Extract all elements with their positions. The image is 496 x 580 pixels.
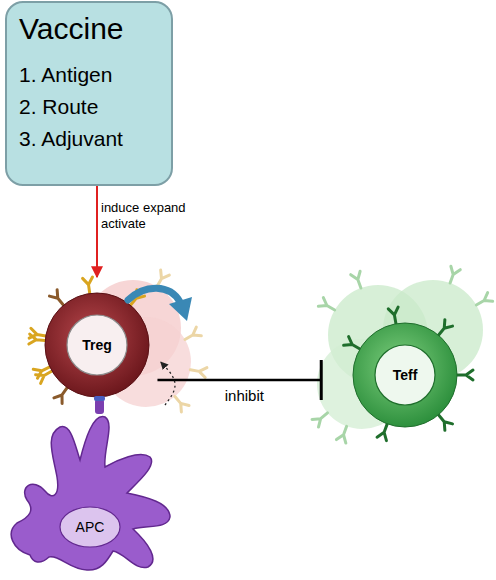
node-text: 2. Route	[19, 91, 98, 123]
tcr-contact	[94, 396, 105, 401]
receptor-symbol	[29, 328, 46, 341]
cell-nucleus	[60, 507, 120, 547]
receptor-symbol	[445, 266, 460, 284]
proliferation-arrow	[128, 288, 180, 302]
node-text: 3. Adjuvant	[19, 123, 123, 155]
text-group: APC	[60, 507, 120, 547]
receptor-symbol	[153, 270, 170, 289]
induce-arrow	[96, 186, 98, 277]
receptor-symbol	[312, 409, 331, 427]
cell-membrane	[353, 323, 457, 427]
receptor-symbol	[189, 365, 206, 378]
text-group: Teff	[375, 345, 435, 405]
teff-cell: Teff	[350, 320, 460, 430]
receptor-symbol	[83, 277, 95, 294]
receptor-symbol	[336, 425, 351, 443]
receptor-symbol	[388, 307, 401, 324]
cell-membrane	[45, 293, 149, 397]
vaccine-box: Vaccine 1. Antigen2. Route3. Adjuvant	[5, 1, 173, 186]
receptor-symbol	[457, 370, 473, 380]
cell-nucleus	[67, 315, 127, 375]
mhc-contact	[95, 399, 104, 414]
receptor-symbol	[474, 293, 493, 310]
presentation-arrow	[161, 362, 175, 405]
receptor-symbol	[171, 393, 189, 412]
apc-cell-outline	[5, 405, 175, 575]
receptor-symbol	[351, 271, 366, 289]
node-label: Teff	[393, 366, 418, 384]
apc-cell: APC	[5, 405, 175, 575]
receptor-symbol	[182, 327, 201, 344]
receptor-symbol	[29, 334, 46, 345]
node-label: Treg	[82, 336, 112, 354]
cell-nucleus	[375, 345, 435, 405]
text-group: Vaccine 1. Antigen2. Route3. Adjuvant	[19, 9, 169, 179]
proliferation-arrow-head	[169, 297, 192, 321]
treg-cell: Treg	[42, 290, 152, 400]
edge-label: inhibit	[204, 388, 284, 404]
node-label: Vaccine	[19, 9, 124, 49]
inhibit-line	[157, 379, 321, 382]
text-group: Treg	[67, 315, 127, 375]
receptor-symbol	[318, 298, 337, 315]
dendritic-body	[11, 417, 170, 570]
edge-label: induce expand activate	[101, 200, 206, 232]
node-label: APC	[76, 518, 105, 536]
node-text: 1. Antigen	[19, 59, 112, 91]
